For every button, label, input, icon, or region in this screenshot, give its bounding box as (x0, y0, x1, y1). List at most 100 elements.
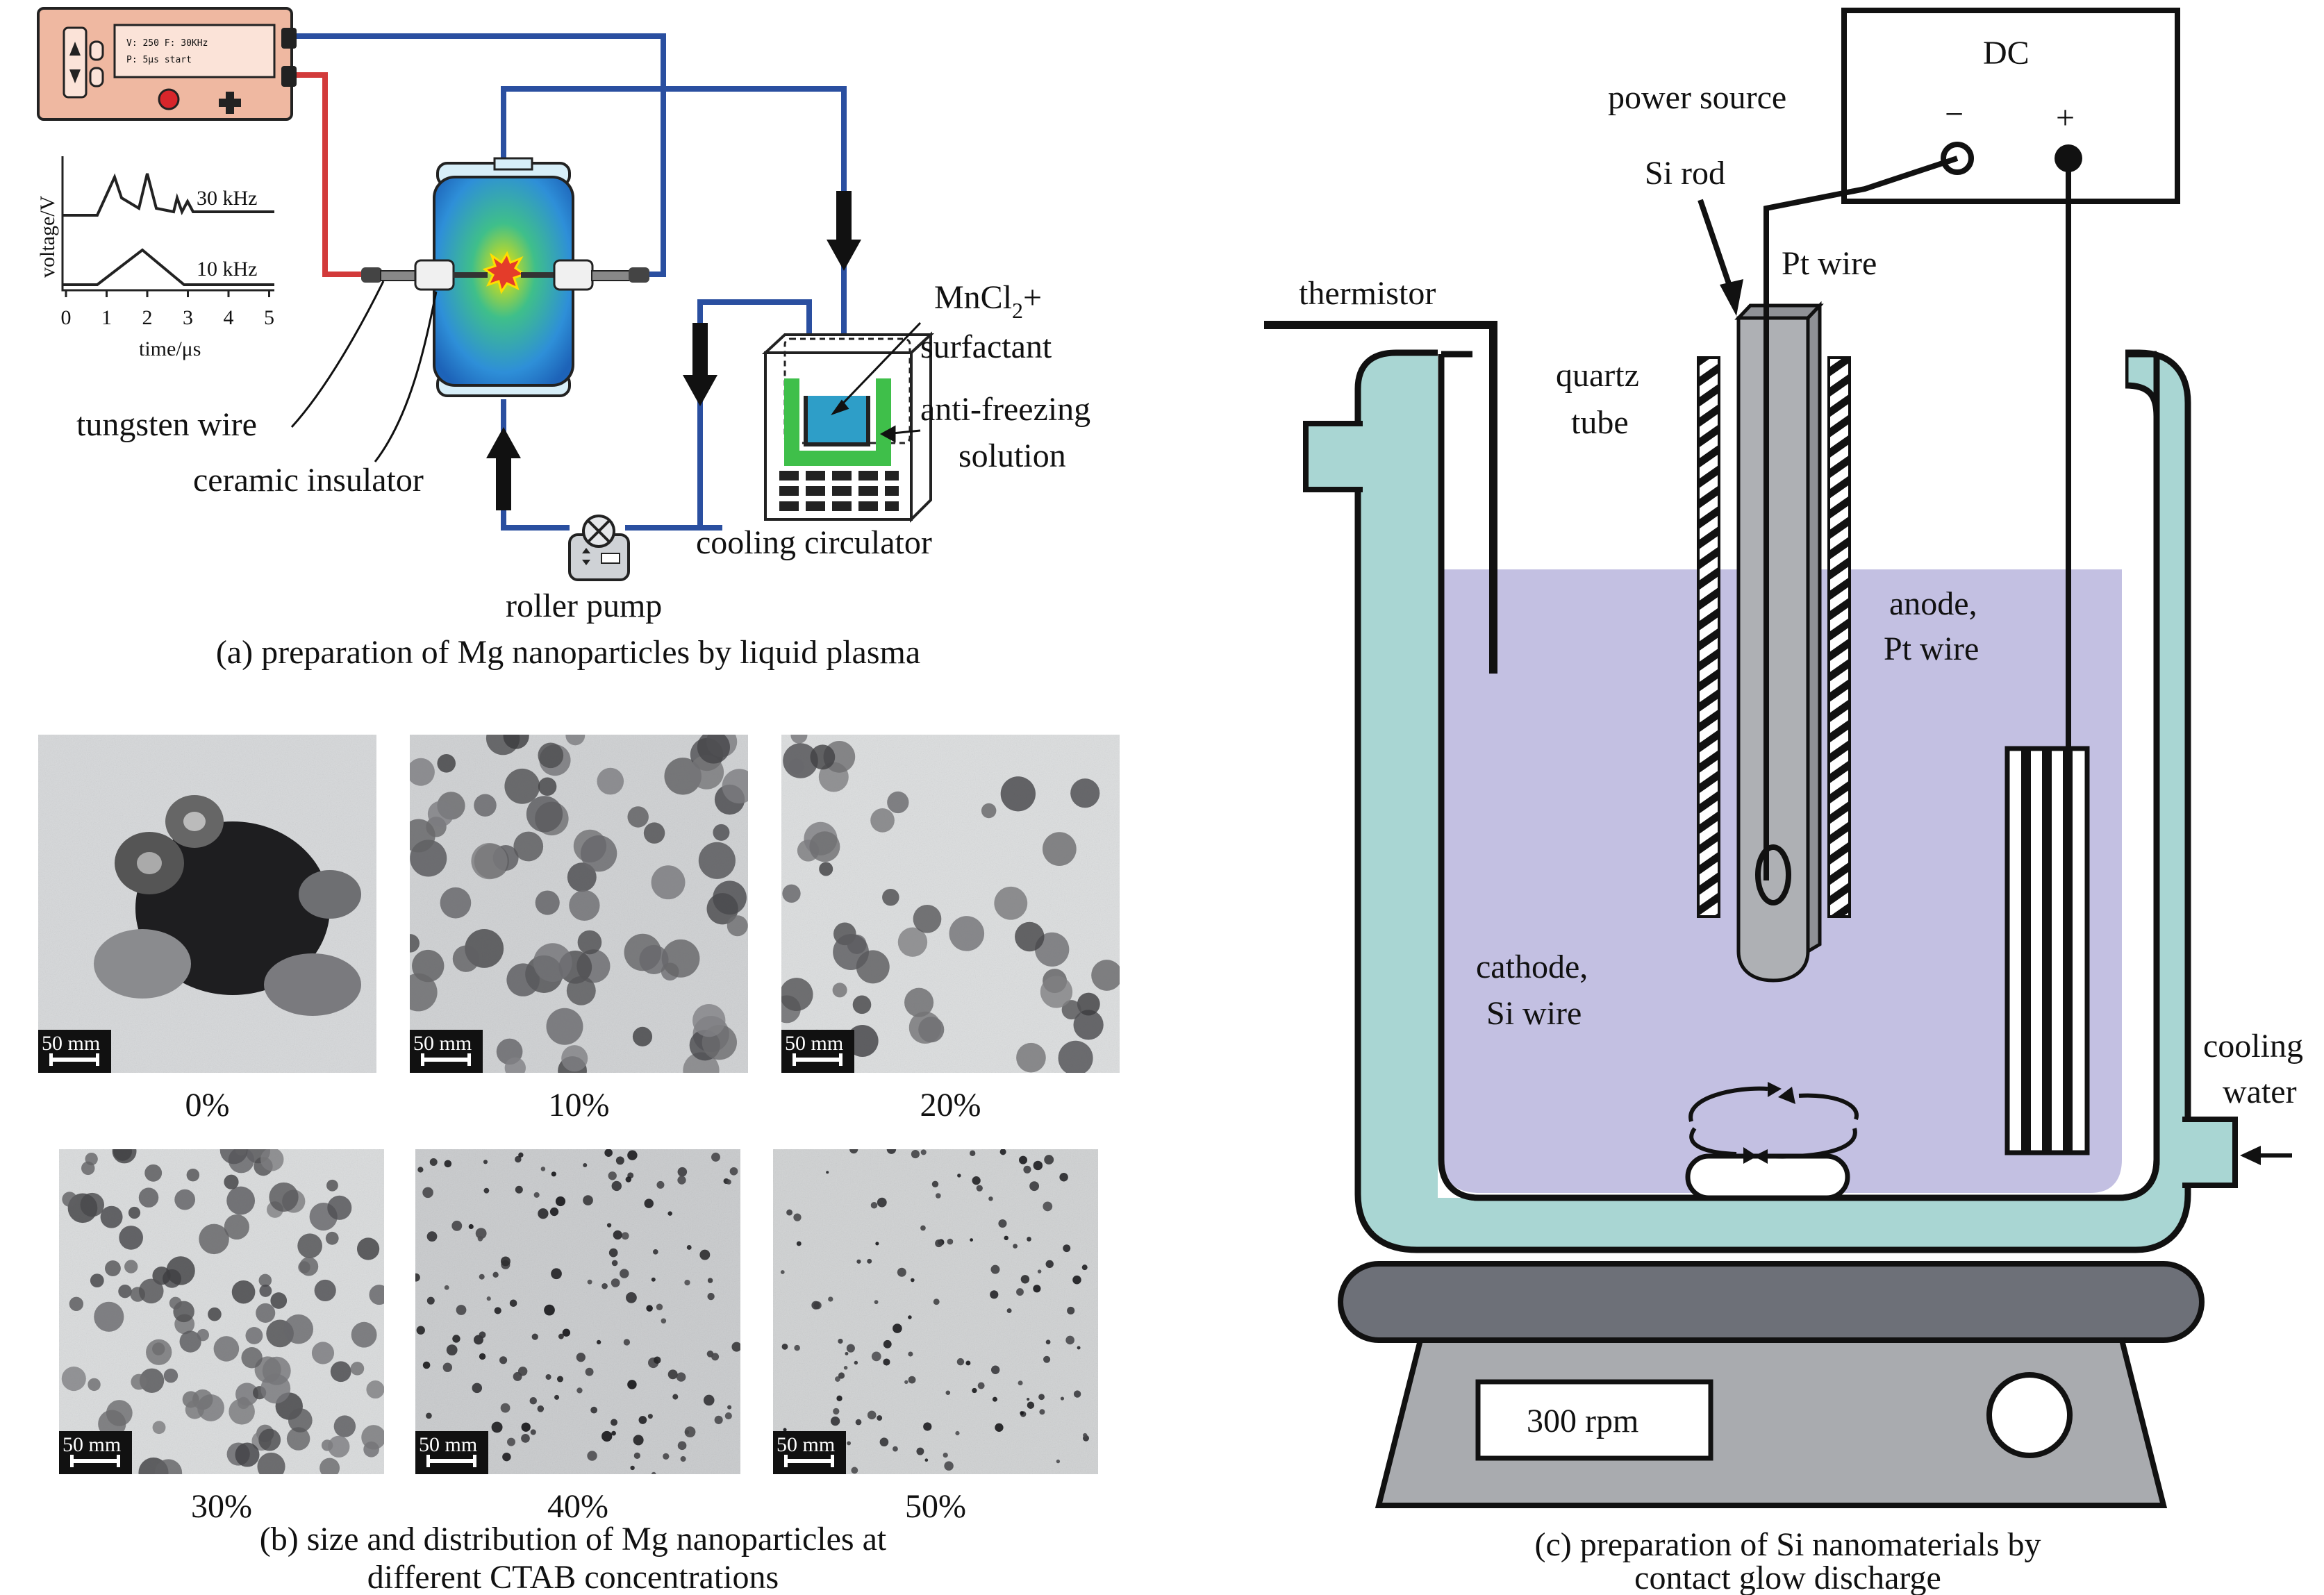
tem-image-label: 50% (905, 1488, 966, 1525)
rotation-arrows-icon (1688, 1082, 1859, 1164)
panel-b: 50 mm 0% 50 mm 10% 50 mm 20% 50 mm 30% 50 mm 40% 5… (38, 735, 1120, 1595)
device-display-line2: P: 5μs start (126, 55, 192, 65)
label-cooling-circulator: cooling circulator (696, 524, 932, 561)
curve-label-10khz: 10 kHz (197, 258, 257, 281)
stirrer-plate (1338, 1261, 2205, 1343)
caption-c-line1: (c) preparation of Si nanomaterials by (1534, 1526, 2041, 1563)
label-water: water (2223, 1074, 2297, 1110)
svg-text:50 mm: 50 mm (419, 1433, 477, 1456)
quartz-tube-right (1827, 356, 1851, 918)
svg-text:50 mm: 50 mm (63, 1433, 121, 1456)
tem-image-3: 50 mm (59, 1149, 384, 1474)
svg-text:50 mm: 50 mm (413, 1032, 472, 1055)
left-electrode (361, 259, 488, 291)
tem-image-4: 50 mm (415, 1149, 740, 1474)
label-dc: DC (1983, 35, 2030, 72)
label-plus: + (2056, 99, 2075, 136)
red-lead (290, 72, 361, 277)
scale-bar: 50 mm (415, 1431, 488, 1474)
curve-label-30khz: 30 kHz (197, 187, 257, 210)
leader-lines-a (290, 281, 922, 462)
caption-b-line1: (b) size and distribution of Mg nanopart… (260, 1521, 887, 1558)
label-power-source: power source (1608, 79, 1786, 116)
si-rod (1736, 316, 1810, 983)
tem-image-5: 50 mm (773, 1149, 1098, 1474)
label-tube: tube (1571, 404, 1629, 441)
label-rpm: 300 rpm (1527, 1403, 1638, 1439)
panel-a: V: 250 F: 30KHz P: 5μs start voltage/V 3… (36, 7, 1090, 671)
label-cathode-si: Si wire (1486, 995, 1582, 1032)
cooling-circulator-icon (761, 331, 935, 523)
thermistor-probe (1264, 321, 1497, 674)
tem-image-1: 50 mm (410, 735, 748, 1073)
caption-b-line2: different CTAB concentrations (367, 1559, 779, 1595)
label-surfactant: surfactant (920, 328, 1052, 365)
rpm-display (1475, 1379, 1713, 1461)
caption-c-line2: contact glow discharge (1634, 1560, 1941, 1595)
pt-wire-cathode (1763, 156, 1959, 880)
tem-image-grid: 50 mm 0% 50 mm 10% 50 mm 20% 50 mm 30% 50 mm 40% 5… (38, 735, 1120, 1525)
waveform-x-ticks: 0 1 2 3 4 5 (61, 290, 274, 329)
flow-arrows (486, 191, 861, 510)
anode-pt-mesh (2005, 746, 2090, 1155)
circulator-keypad (779, 471, 899, 511)
pulse-power-device: V: 250 F: 30KHz P: 5μs start (37, 7, 297, 121)
roller-pump-icon (568, 515, 630, 581)
label-cathode: cathode, (1476, 949, 1588, 985)
jacket-inlet-stub (1303, 421, 1363, 492)
label-pt-wire: Pt wire (1782, 245, 1877, 282)
label-anode: anode, (1889, 585, 1977, 622)
dc-power-box (1841, 8, 2180, 204)
x-tick-label: 3 (183, 306, 193, 329)
device-display-line1: V: 250 F: 30KHz (126, 38, 208, 49)
label-quartz: quartz (1556, 357, 1639, 394)
x-tick-label: 5 (264, 306, 274, 329)
caption-a: (a) preparation of Mg nanoparticles by l… (216, 634, 920, 671)
stirrer-knob-icon (1986, 1372, 2073, 1458)
label-cooling: cooling (2203, 1028, 2303, 1064)
scale-bar: 50 mm (59, 1431, 132, 1474)
pt-wire-loop (1755, 844, 1791, 905)
label-anti-freezing: anti-freezing (920, 391, 1090, 428)
label-tungsten-wire: tungsten wire (76, 406, 257, 443)
scale-bar: 50 mm (781, 1030, 854, 1073)
label-mncl2: MnCl2+ (934, 279, 1042, 323)
tem-image-2: 50 mm (781, 735, 1120, 1073)
jacket-outlet-stub (2182, 1117, 2238, 1188)
dpad-icon (219, 92, 241, 114)
scale-bar: 50 mm (38, 1030, 111, 1073)
label-solution: solution (958, 437, 1066, 474)
plasma-spark-icon (482, 251, 527, 294)
x-tick-label: 2 (142, 306, 153, 329)
label-thermistor: thermistor (1299, 275, 1436, 312)
tem-image-0: 50 mm (38, 735, 376, 1073)
x-tick-label: 4 (224, 306, 234, 329)
tem-image-label: 0% (185, 1087, 230, 1124)
svg-text:50 mm: 50 mm (785, 1032, 843, 1055)
waveform-y-label: voltage/V (36, 195, 59, 278)
right-electrode (521, 259, 649, 291)
waveform-30khz (63, 173, 274, 217)
label-ceramic-insulator: ceramic insulator (193, 462, 424, 499)
x-tick-label: 1 (101, 306, 112, 329)
waveform-10khz (63, 248, 274, 286)
scale-bar: 50 mm (410, 1030, 483, 1073)
label-si-rod: Si rod (1645, 155, 1725, 192)
svg-text:50 mm: 50 mm (42, 1032, 100, 1055)
power-button-icon (158, 88, 180, 110)
arrow-up-icon (486, 427, 521, 510)
tem-image-label: 30% (191, 1488, 252, 1525)
label-anode-pt: Pt wire (1884, 631, 1979, 667)
plasma-reactor (361, 157, 649, 397)
arrow-down-left-icon (683, 323, 717, 406)
x-tick-label: 0 (61, 306, 72, 329)
label-minus: − (1945, 96, 1964, 133)
arrow-down-right-icon (827, 191, 861, 271)
tem-image-label: 10% (549, 1087, 610, 1124)
tem-image-label: 20% (920, 1087, 981, 1124)
tem-image-label: 40% (547, 1488, 608, 1525)
svg-text:50 mm: 50 mm (777, 1433, 835, 1456)
cooling-water-arrow-icon (2240, 1146, 2292, 1165)
